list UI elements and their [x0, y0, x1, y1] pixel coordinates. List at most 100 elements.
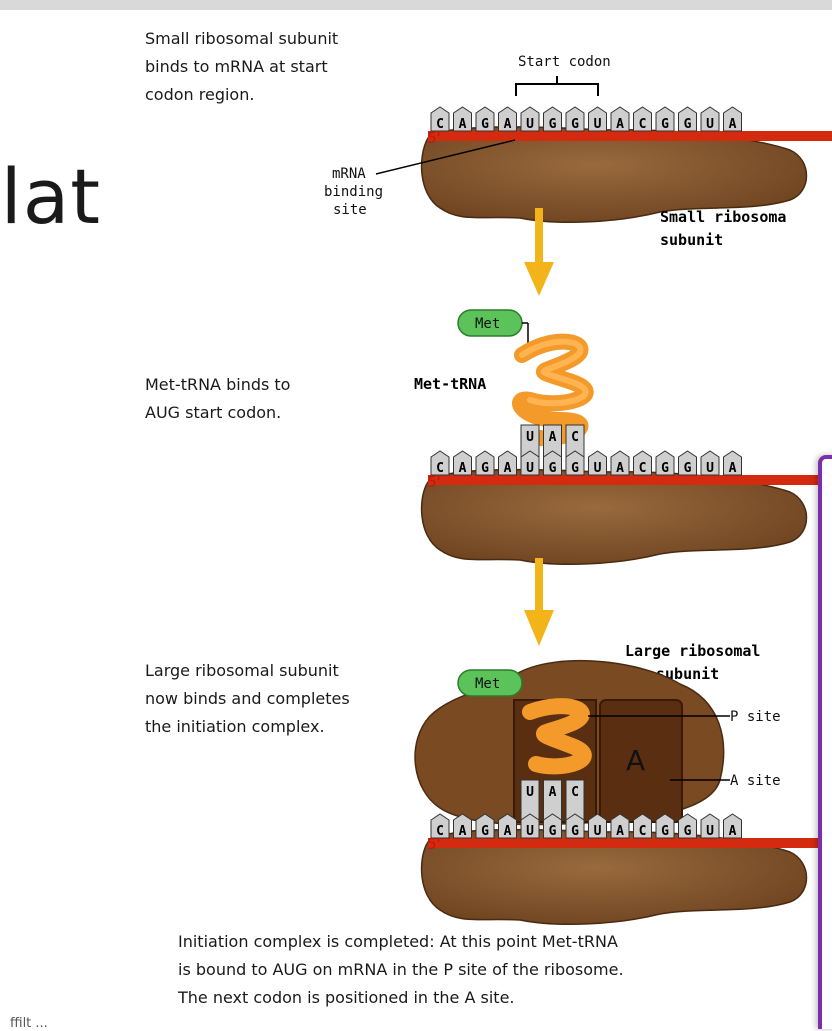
anticodon-letter: A — [549, 785, 557, 800]
svg-text:now binds and completes: now binds and completes — [145, 689, 350, 708]
step1-caption: Small ribosomal subunit binds to mRNA at… — [145, 29, 338, 104]
nucleotide-base — [475, 813, 495, 839]
a-site-pointer: A site — [670, 773, 781, 789]
anticodon-letter: C — [571, 785, 579, 800]
nucleotide-base — [498, 106, 517, 132]
base-letter: G — [571, 461, 579, 476]
svg-text:Large ribosomal subunit: Large ribosomal subunit — [145, 661, 339, 680]
nucleotide-base — [543, 106, 562, 132]
start-codon-bracket: Start codon — [515, 54, 611, 96]
base-letter: A — [504, 461, 512, 476]
base-letter: G — [481, 117, 489, 132]
nucleotide-base — [700, 106, 720, 132]
down-arrow-icon — [524, 558, 554, 646]
base-letter: A — [616, 824, 624, 839]
nucleotide-base — [633, 106, 652, 132]
base-letter: A — [504, 117, 512, 132]
nucleotide-base — [610, 813, 630, 839]
nucleotide-base — [700, 450, 720, 476]
svg-text:Large ribosomal: Large ribosomal — [625, 642, 760, 660]
nucleotide-base — [430, 813, 450, 839]
base-letter: U — [706, 824, 714, 839]
base-letter: U — [706, 117, 714, 132]
svg-text:subunit: subunit — [660, 231, 723, 249]
met-label: Met — [457, 309, 529, 345]
svg-text:site: site — [333, 202, 367, 218]
nucleotide-base — [678, 450, 697, 476]
base-letter: A — [729, 461, 737, 476]
p-site-pointer: P site — [588, 709, 781, 725]
anticodon-letter: U — [526, 785, 534, 800]
base-letter: G — [661, 461, 669, 476]
top-bar — [0, 0, 832, 10]
mrna-backbone — [428, 475, 832, 485]
nucleotide-base — [655, 450, 675, 476]
mrna-backbone — [428, 131, 832, 141]
met-label: Met — [457, 669, 523, 697]
nucleotide-base — [453, 813, 472, 839]
nucleotide-base — [520, 106, 540, 132]
base-letter: U — [526, 824, 534, 839]
nucleotide-base — [723, 813, 742, 839]
base-letter: U — [594, 461, 602, 476]
base-letter: G — [684, 461, 692, 476]
svg-text:A site: A site — [730, 773, 781, 789]
nucleotide-base — [678, 813, 697, 839]
nucleotide-base — [475, 450, 495, 476]
nucleotide-base — [498, 813, 517, 839]
base-letter: A — [504, 824, 512, 839]
met-trna-label: Met-tRNA — [414, 375, 486, 393]
nucleotide-base — [588, 106, 607, 132]
nucleotide-base — [430, 106, 450, 132]
base-letter: C — [639, 117, 647, 132]
final-caption: Initiation complex is completed: At this… — [177, 932, 624, 1007]
nucleotide-base — [565, 450, 585, 476]
base-letter: G — [661, 824, 669, 839]
nucleotide-base — [723, 106, 742, 132]
nucleotide-base — [655, 813, 675, 839]
base-letter: A — [459, 117, 467, 132]
base-letter: G — [571, 824, 579, 839]
svg-text:Met-tRNA binds to: Met-tRNA binds to — [145, 375, 290, 394]
svg-text:Met: Met — [475, 316, 500, 332]
svg-text:mRNA: mRNA — [332, 166, 366, 182]
svg-text:subunit: subunit — [656, 665, 719, 683]
nucleotide-base — [543, 813, 562, 839]
svg-text:Small ribosoma: Small ribosoma — [660, 208, 786, 226]
nucleotide-base — [475, 106, 495, 132]
small-subunit-label: Small ribosoma subunit — [660, 208, 786, 249]
base-letter: U — [594, 117, 602, 132]
step1-caption-line: Small ribosomal subunit — [145, 29, 338, 48]
nucleotide-base — [520, 813, 540, 839]
base-letter: C — [436, 461, 444, 476]
svg-text:the initiation complex.: the initiation complex. — [145, 717, 325, 736]
base-letter: C — [639, 824, 647, 839]
nucleotide-base — [678, 106, 697, 132]
nucleotide-base — [610, 106, 630, 132]
base-letter: G — [549, 461, 557, 476]
svg-text:binding: binding — [324, 184, 383, 200]
five-prime-label: 5' — [427, 835, 441, 853]
base-letter: C — [436, 117, 444, 132]
base-letter: G — [684, 117, 692, 132]
svg-text:Initiation complex is complete: Initiation complex is completed: At this… — [178, 932, 618, 951]
base-letter: A — [616, 461, 624, 476]
trna-helix — [522, 698, 592, 775]
five-prime-label: 5' — [427, 473, 441, 491]
nucleotide-base — [543, 450, 562, 476]
step1-caption-line: codon region. — [145, 85, 254, 104]
nucleotide-base — [498, 450, 517, 476]
base-letter: C — [436, 824, 444, 839]
base-letter: G — [481, 824, 489, 839]
base-letter: G — [684, 824, 692, 839]
base-letter: G — [549, 117, 557, 132]
nucleotide-base — [520, 450, 540, 476]
base-letter: G — [549, 824, 557, 839]
step2-caption: Met-tRNA binds to AUG start codon. — [145, 375, 290, 422]
base-letter: U — [526, 117, 534, 132]
base-letter: G — [661, 117, 669, 132]
base-letter: A — [459, 824, 467, 839]
base-letter: A — [729, 824, 737, 839]
